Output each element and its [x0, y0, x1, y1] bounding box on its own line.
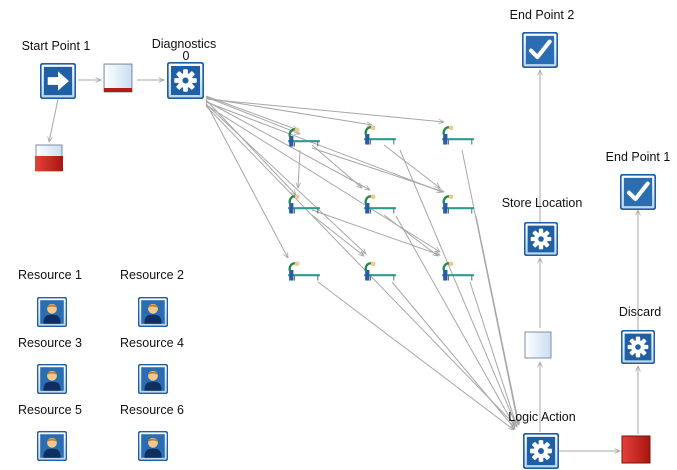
end-point-2-node[interactable]: End Point 2 — [510, 8, 575, 67]
diagnostics-counter: 0 — [183, 49, 190, 63]
edge-diagnostics-ws-a1 — [205, 95, 298, 130]
edge-ws-cross-5 — [383, 214, 438, 256]
checkmark-icon — [523, 33, 558, 68]
gear-icon — [524, 222, 558, 256]
resource-2-label: Resource 2 — [120, 268, 184, 282]
queue-after-start[interactable] — [103, 63, 133, 93]
edge-ws-a2-logic — [399, 149, 516, 425]
resource-4-label: Resource 4 — [120, 336, 184, 350]
store-location-node[interactable]: Store Location — [502, 196, 583, 256]
gear-icon — [621, 330, 655, 364]
edge-diagnostics-to-logic — [205, 105, 515, 425]
resource-3-label: Resource 3 — [18, 336, 82, 350]
gear-icon — [523, 433, 559, 469]
queue-buffer-icon — [524, 331, 552, 359]
edge-diagnostics-ws-c1 — [205, 102, 288, 258]
gear-icon — [167, 62, 204, 99]
queue-buffer-icon — [103, 63, 133, 93]
person-icon[interactable] — [37, 297, 67, 327]
start-point-1-node[interactable]: Start Point 1 — [22, 39, 91, 99]
logic-action-label: Logic Action — [508, 410, 575, 424]
edge-ws-c2-logic — [391, 281, 515, 429]
person-icon[interactable] — [37, 364, 67, 394]
edge-ws-cross-2 — [311, 147, 444, 192]
queue-level-fill — [104, 88, 132, 92]
edge-ws-cross-7 — [298, 149, 300, 188]
end-point-2-label: End Point 2 — [510, 8, 575, 22]
edge-ws-b3-logic — [475, 215, 519, 425]
edge-ws-b2-logic — [395, 215, 515, 427]
logic-action-node[interactable]: Logic Action — [508, 410, 576, 469]
edge-diagnostics-ws-b1 — [205, 99, 296, 195]
discard-label: Discard — [619, 305, 661, 319]
resource-6-label: Resource 6 — [120, 403, 184, 417]
edge-diagnostics-ws-a1b — [205, 96, 300, 134]
resource-pool: Resource 1 Resource 2 Resource 3 Resourc… — [18, 268, 184, 461]
diagnostics-label: Diagnostics — [152, 37, 217, 51]
resource-5-label: Resource 5 — [18, 403, 82, 417]
edge-ws-cross-1 — [311, 144, 362, 188]
diagnostics-node[interactable]: Diagnostics 0 — [152, 37, 217, 99]
operator-desk-icon[interactable] — [286, 260, 322, 282]
operator-desk-icon[interactable] — [362, 260, 398, 282]
store-location-label: Store Location — [502, 196, 583, 210]
operator-desk-icon[interactable] — [440, 260, 476, 282]
edge-ws-cross-6 — [311, 209, 440, 255]
operator-desk-icon[interactable] — [362, 193, 398, 215]
operator-desk-icon[interactable] — [362, 124, 398, 146]
edge-diagnostics-ws-b2 — [205, 100, 370, 190]
edge-ws-cross-4 — [311, 214, 364, 256]
discard-node[interactable]: Discard — [619, 305, 661, 364]
end-point-1-label: End Point 1 — [606, 150, 671, 164]
person-icon[interactable] — [37, 431, 67, 461]
edge-ws-c1-logic — [317, 281, 514, 430]
edge-start-to-bottom-queue — [49, 98, 59, 142]
edge-ws-cross-3 — [383, 144, 440, 188]
person-icon[interactable] — [138, 431, 168, 461]
queue-buffer-icon — [621, 435, 651, 464]
start-point-1-label: Start Point 1 — [22, 39, 91, 53]
checkmark-icon — [621, 175, 656, 210]
edge-diagnostics-ws-b3 — [205, 101, 442, 192]
edge-ws-a3-logic — [461, 149, 518, 424]
queue-before-store[interactable] — [524, 331, 552, 359]
edge-ws-c3-logic — [469, 281, 517, 427]
end-point-1-node[interactable]: End Point 1 — [606, 150, 671, 209]
queue-level-fill — [35, 156, 63, 171]
operator-desk-icon[interactable] — [440, 124, 476, 146]
person-icon[interactable] — [138, 297, 168, 327]
queue-before-discard[interactable] — [621, 435, 651, 464]
resource-1-label: Resource 1 — [18, 268, 82, 282]
queue-below-start[interactable] — [35, 144, 63, 172]
connector-layer — [49, 70, 638, 451]
operator-desk-icon[interactable] — [440, 193, 476, 215]
person-icon[interactable] — [138, 364, 168, 394]
edge-diagnostics-ws-a2 — [205, 97, 372, 125]
edge-diagnostics-ws-c2 — [205, 103, 366, 254]
arrow-right-icon — [40, 63, 76, 99]
edge-diagnostics-ws-a3 — [205, 98, 444, 122]
